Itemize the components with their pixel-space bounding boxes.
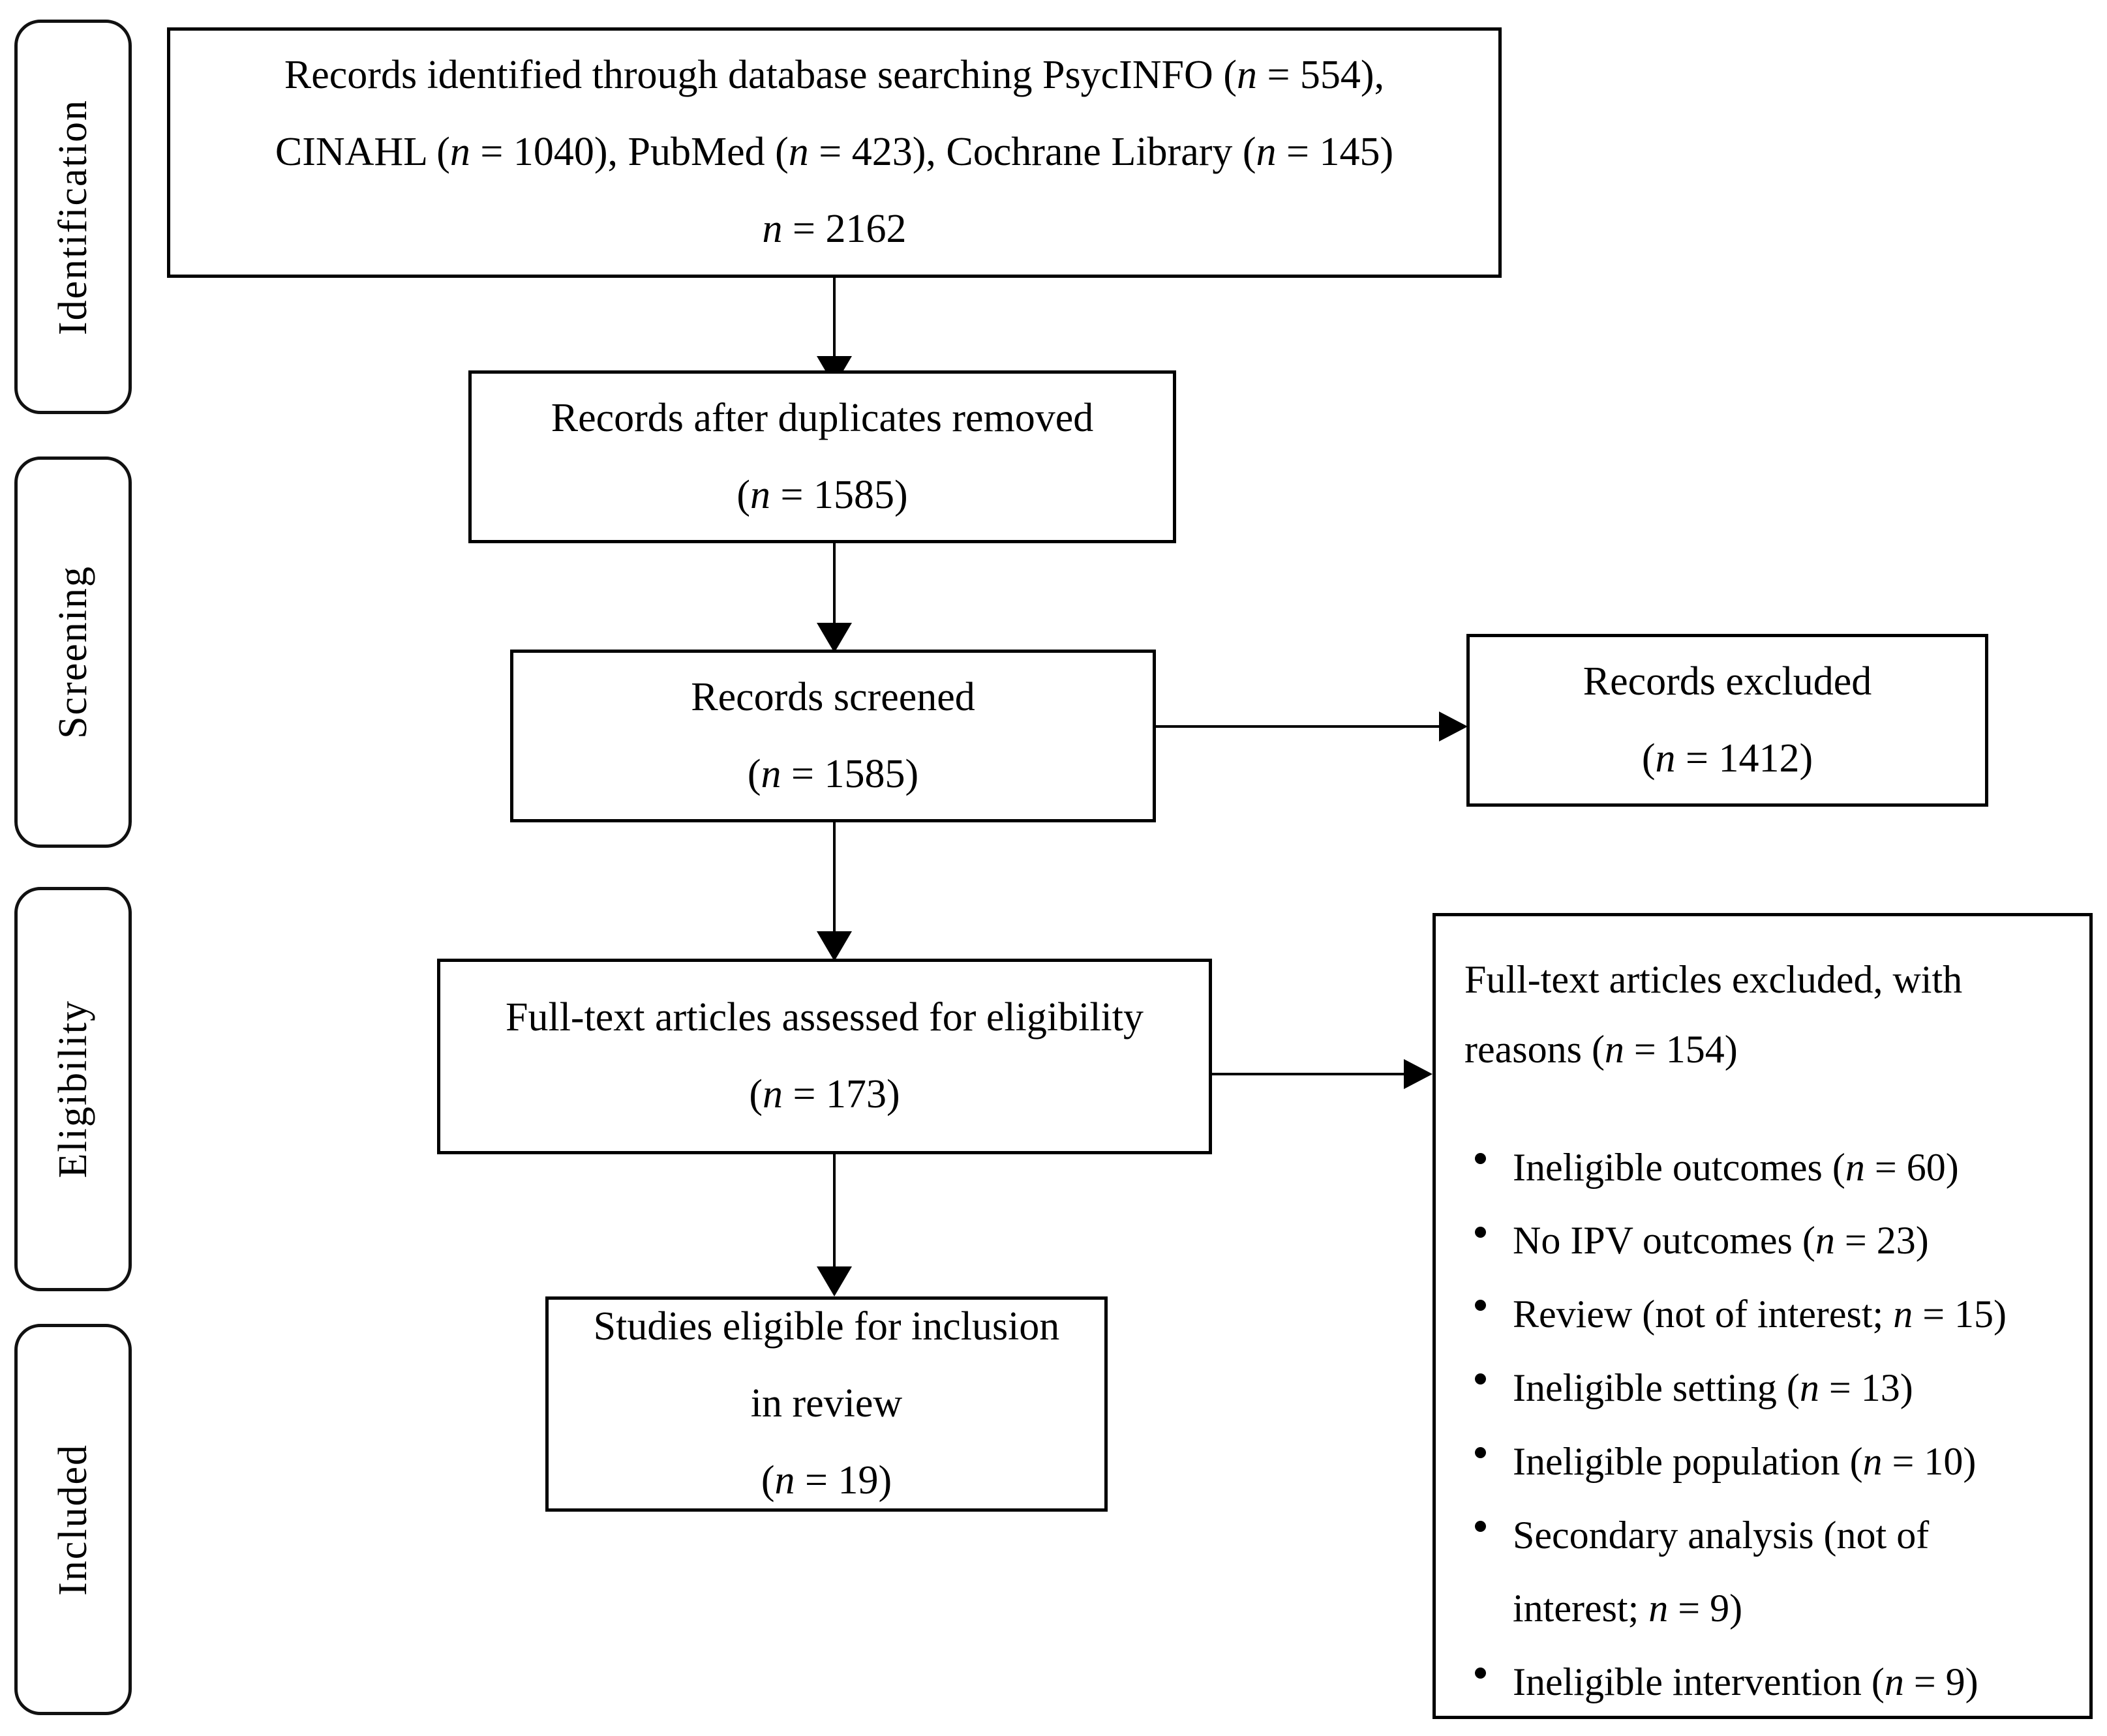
records-excluded-box: Records excluded (n = 1412) bbox=[1466, 634, 1988, 807]
studies-included-box: Studies eligible for inclusion in review… bbox=[545, 1296, 1108, 1512]
full-text-assessed-box: Full-text articles assessed for eligibil… bbox=[437, 959, 1212, 1154]
bullet-icon bbox=[1475, 1152, 1486, 1164]
records-identified-box: Records identified through database sear… bbox=[167, 27, 1502, 278]
bullet-icon bbox=[1475, 1668, 1486, 1679]
list-item-text: Ineligible outcomes (n = 60) bbox=[1513, 1145, 1959, 1189]
arrow-duplicates-to-screened bbox=[817, 623, 852, 653]
connector-identified-to-duplicates bbox=[833, 278, 836, 368]
bullet-icon bbox=[1475, 1226, 1486, 1238]
studies-included-line-1: Studies eligible for inclusion bbox=[593, 1304, 1060, 1349]
stage-label-identification-text: Identification bbox=[51, 98, 95, 335]
stage-label-eligibility: Eligibility bbox=[14, 887, 132, 1291]
arrow-assessed-to-included bbox=[817, 1266, 852, 1296]
list-item-text: Ineligible intervention (n = 9) bbox=[1513, 1660, 1978, 1704]
reasons-heading-line-1: Full-text articles excluded, with bbox=[1464, 958, 1963, 1001]
records-excluded-line-2: (n = 1412) bbox=[1641, 736, 1813, 781]
records-after-duplicates-line-2: (n = 1585) bbox=[736, 472, 908, 517]
records-identified-line-2: CINAHL (n = 1040), PubMed (n = 423), Coc… bbox=[275, 130, 1394, 175]
records-after-duplicates-line-1: Records after duplicates removed bbox=[551, 395, 1094, 440]
stage-label-included: Included bbox=[14, 1324, 132, 1715]
exclusion-reasons-list: Ineligible outcomes (n = 60) No IPV outc… bbox=[1464, 1133, 2067, 1716]
studies-included-line-2: in review bbox=[750, 1381, 903, 1426]
records-screened-box: Records screened (n = 1585) bbox=[510, 650, 1156, 822]
list-item: Ineligible intervention (n = 9) bbox=[1464, 1647, 2067, 1716]
arrow-screened-to-excluded bbox=[1439, 711, 1468, 741]
connector-screened-to-excluded bbox=[1156, 725, 1443, 728]
bullet-icon bbox=[1475, 1446, 1486, 1458]
stage-label-screening: Screening bbox=[14, 456, 132, 848]
full-text-assessed-line-1: Full-text articles assessed for eligibil… bbox=[505, 995, 1144, 1040]
connector-duplicates-to-screened bbox=[833, 543, 836, 635]
records-screened-line-2: (n = 1585) bbox=[747, 751, 919, 796]
records-identified-line-3: n = 2162 bbox=[762, 206, 907, 251]
list-item-text: Review (not of interest; n = 15) bbox=[1513, 1293, 2007, 1336]
arrow-assessed-to-reasons bbox=[1404, 1059, 1432, 1089]
connector-screened-to-assessed bbox=[833, 822, 836, 943]
stage-label-identification: Identification bbox=[14, 20, 132, 414]
studies-included-line-3: (n = 19) bbox=[761, 1458, 892, 1503]
list-item-text: Ineligible population (n = 10) bbox=[1513, 1439, 1977, 1483]
list-item-text: Ineligible setting (n = 13) bbox=[1513, 1366, 1913, 1409]
list-item: Secondary analysis (not of bbox=[1464, 1501, 2067, 1570]
records-identified-line-1: Records identified through database sear… bbox=[284, 53, 1385, 98]
stage-label-eligibility-text: Eligibility bbox=[51, 1000, 95, 1178]
arrow-screened-to-assessed bbox=[817, 931, 852, 961]
full-text-excluded-reasons-box: Full-text articles excluded, with reason… bbox=[1432, 913, 2093, 1719]
list-item: No IPV outcomes (n = 23) bbox=[1464, 1206, 2067, 1276]
list-item-continuation: interest; n = 9) bbox=[1464, 1574, 2067, 1643]
records-screened-line-1: Records screened bbox=[691, 674, 975, 719]
reasons-heading-line-2: reasons (n = 154) bbox=[1464, 1027, 1738, 1071]
list-item-text: interest; n = 9) bbox=[1513, 1587, 1743, 1630]
list-item: Review (not of interest; n = 15) bbox=[1464, 1280, 2067, 1349]
list-item: Ineligible setting (n = 13) bbox=[1464, 1353, 2067, 1423]
bullet-icon bbox=[1475, 1520, 1486, 1532]
records-after-duplicates-box: Records after duplicates removed (n = 15… bbox=[468, 370, 1176, 543]
connector-assessed-to-included bbox=[833, 1154, 836, 1278]
bullet-icon bbox=[1475, 1373, 1486, 1385]
full-text-assessed-line-2: (n = 173) bbox=[749, 1072, 900, 1116]
records-excluded-line-1: Records excluded bbox=[1583, 659, 1872, 704]
stage-label-included-text: Included bbox=[51, 1443, 95, 1596]
connector-assessed-to-reasons bbox=[1212, 1073, 1412, 1075]
stage-label-screening-text: Screening bbox=[51, 565, 95, 739]
bullet-icon bbox=[1475, 1300, 1486, 1311]
list-item-text: Secondary analysis (not of bbox=[1513, 1513, 1930, 1557]
list-item-text: No IPV outcomes (n = 23) bbox=[1513, 1219, 1929, 1263]
list-item: Ineligible population (n = 10) bbox=[1464, 1427, 2067, 1497]
list-item: Ineligible outcomes (n = 60) bbox=[1464, 1133, 2067, 1203]
